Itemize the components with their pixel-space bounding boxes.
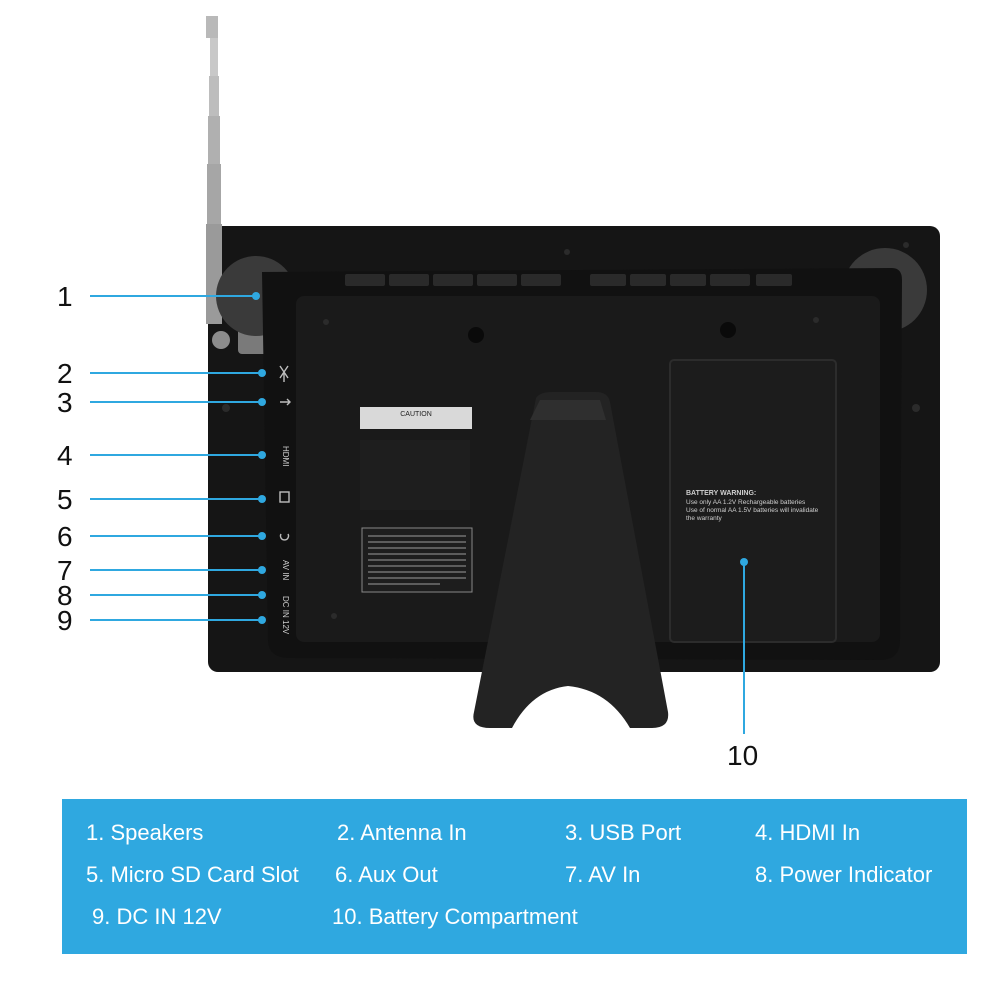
- av-in-port-label: AV IN: [281, 560, 290, 581]
- battery-warning-title: BATTERY WARNING:: [686, 490, 756, 497]
- callout-1: 1: [57, 281, 73, 312]
- dc-in-port-label: DC IN 12V: [281, 596, 290, 635]
- battery-warning-line3: the warranty: [686, 515, 723, 522]
- legend-item-aux-out: 6. Aux Out: [335, 862, 438, 887]
- caution-text: CAUTION: [400, 411, 432, 418]
- aux-port-icon: [279, 533, 290, 541]
- callout-6: 6: [57, 521, 73, 552]
- sd-card-port-icon: [279, 491, 290, 503]
- legend-item-usb-port: 3. USB Port: [565, 820, 682, 845]
- callout-2: 2: [57, 358, 73, 389]
- legend-item-antenna-in: 2. Antenna In: [337, 820, 467, 845]
- legend-item-micro-sd: 5. Micro SD Card Slot: [86, 862, 299, 887]
- legend-item-hdmi-in: 4. HDMI In: [755, 820, 861, 845]
- hdmi-port-label: HDMI: [281, 446, 290, 466]
- legend-item-battery-compartment: 10. Battery Compartment: [332, 904, 578, 929]
- battery-warning-line1: Use only AA 1.2V Rechargeable batteries: [686, 499, 806, 506]
- legend-item-speakers: 1. Speakers: [86, 820, 204, 845]
- battery-compartment: [669, 359, 837, 643]
- top-buttons: [345, 274, 792, 286]
- usb-port-icon: [280, 398, 291, 406]
- callout-9: 9: [57, 605, 73, 636]
- battery-warning-line2: Use of normal AA 1.5V batteries will inv…: [686, 507, 819, 514]
- legend-panel: 1. Speakers 2. Antenna In 3. USB Port 4.…: [62, 799, 967, 954]
- stand: [473, 392, 669, 728]
- legend-item-dc-in: 9. DC IN 12V: [92, 904, 222, 929]
- callout-8: 8: [57, 580, 73, 611]
- antenna-port-icon: [279, 365, 289, 382]
- callout-3: 3: [57, 387, 73, 418]
- callout-7: 7: [57, 555, 73, 586]
- caution-label: [360, 407, 472, 429]
- callout-10: 10: [727, 740, 759, 771]
- product-photo: CAUTION BATTERY WARNING: Use only AA 1.2…: [90, 16, 940, 734]
- legend-item-power-indicator: 8. Power Indicator: [755, 862, 933, 887]
- callout-4: 4: [57, 440, 73, 471]
- legend-item-av-in: 7. AV In: [565, 862, 641, 887]
- callout-5: 5: [57, 484, 73, 515]
